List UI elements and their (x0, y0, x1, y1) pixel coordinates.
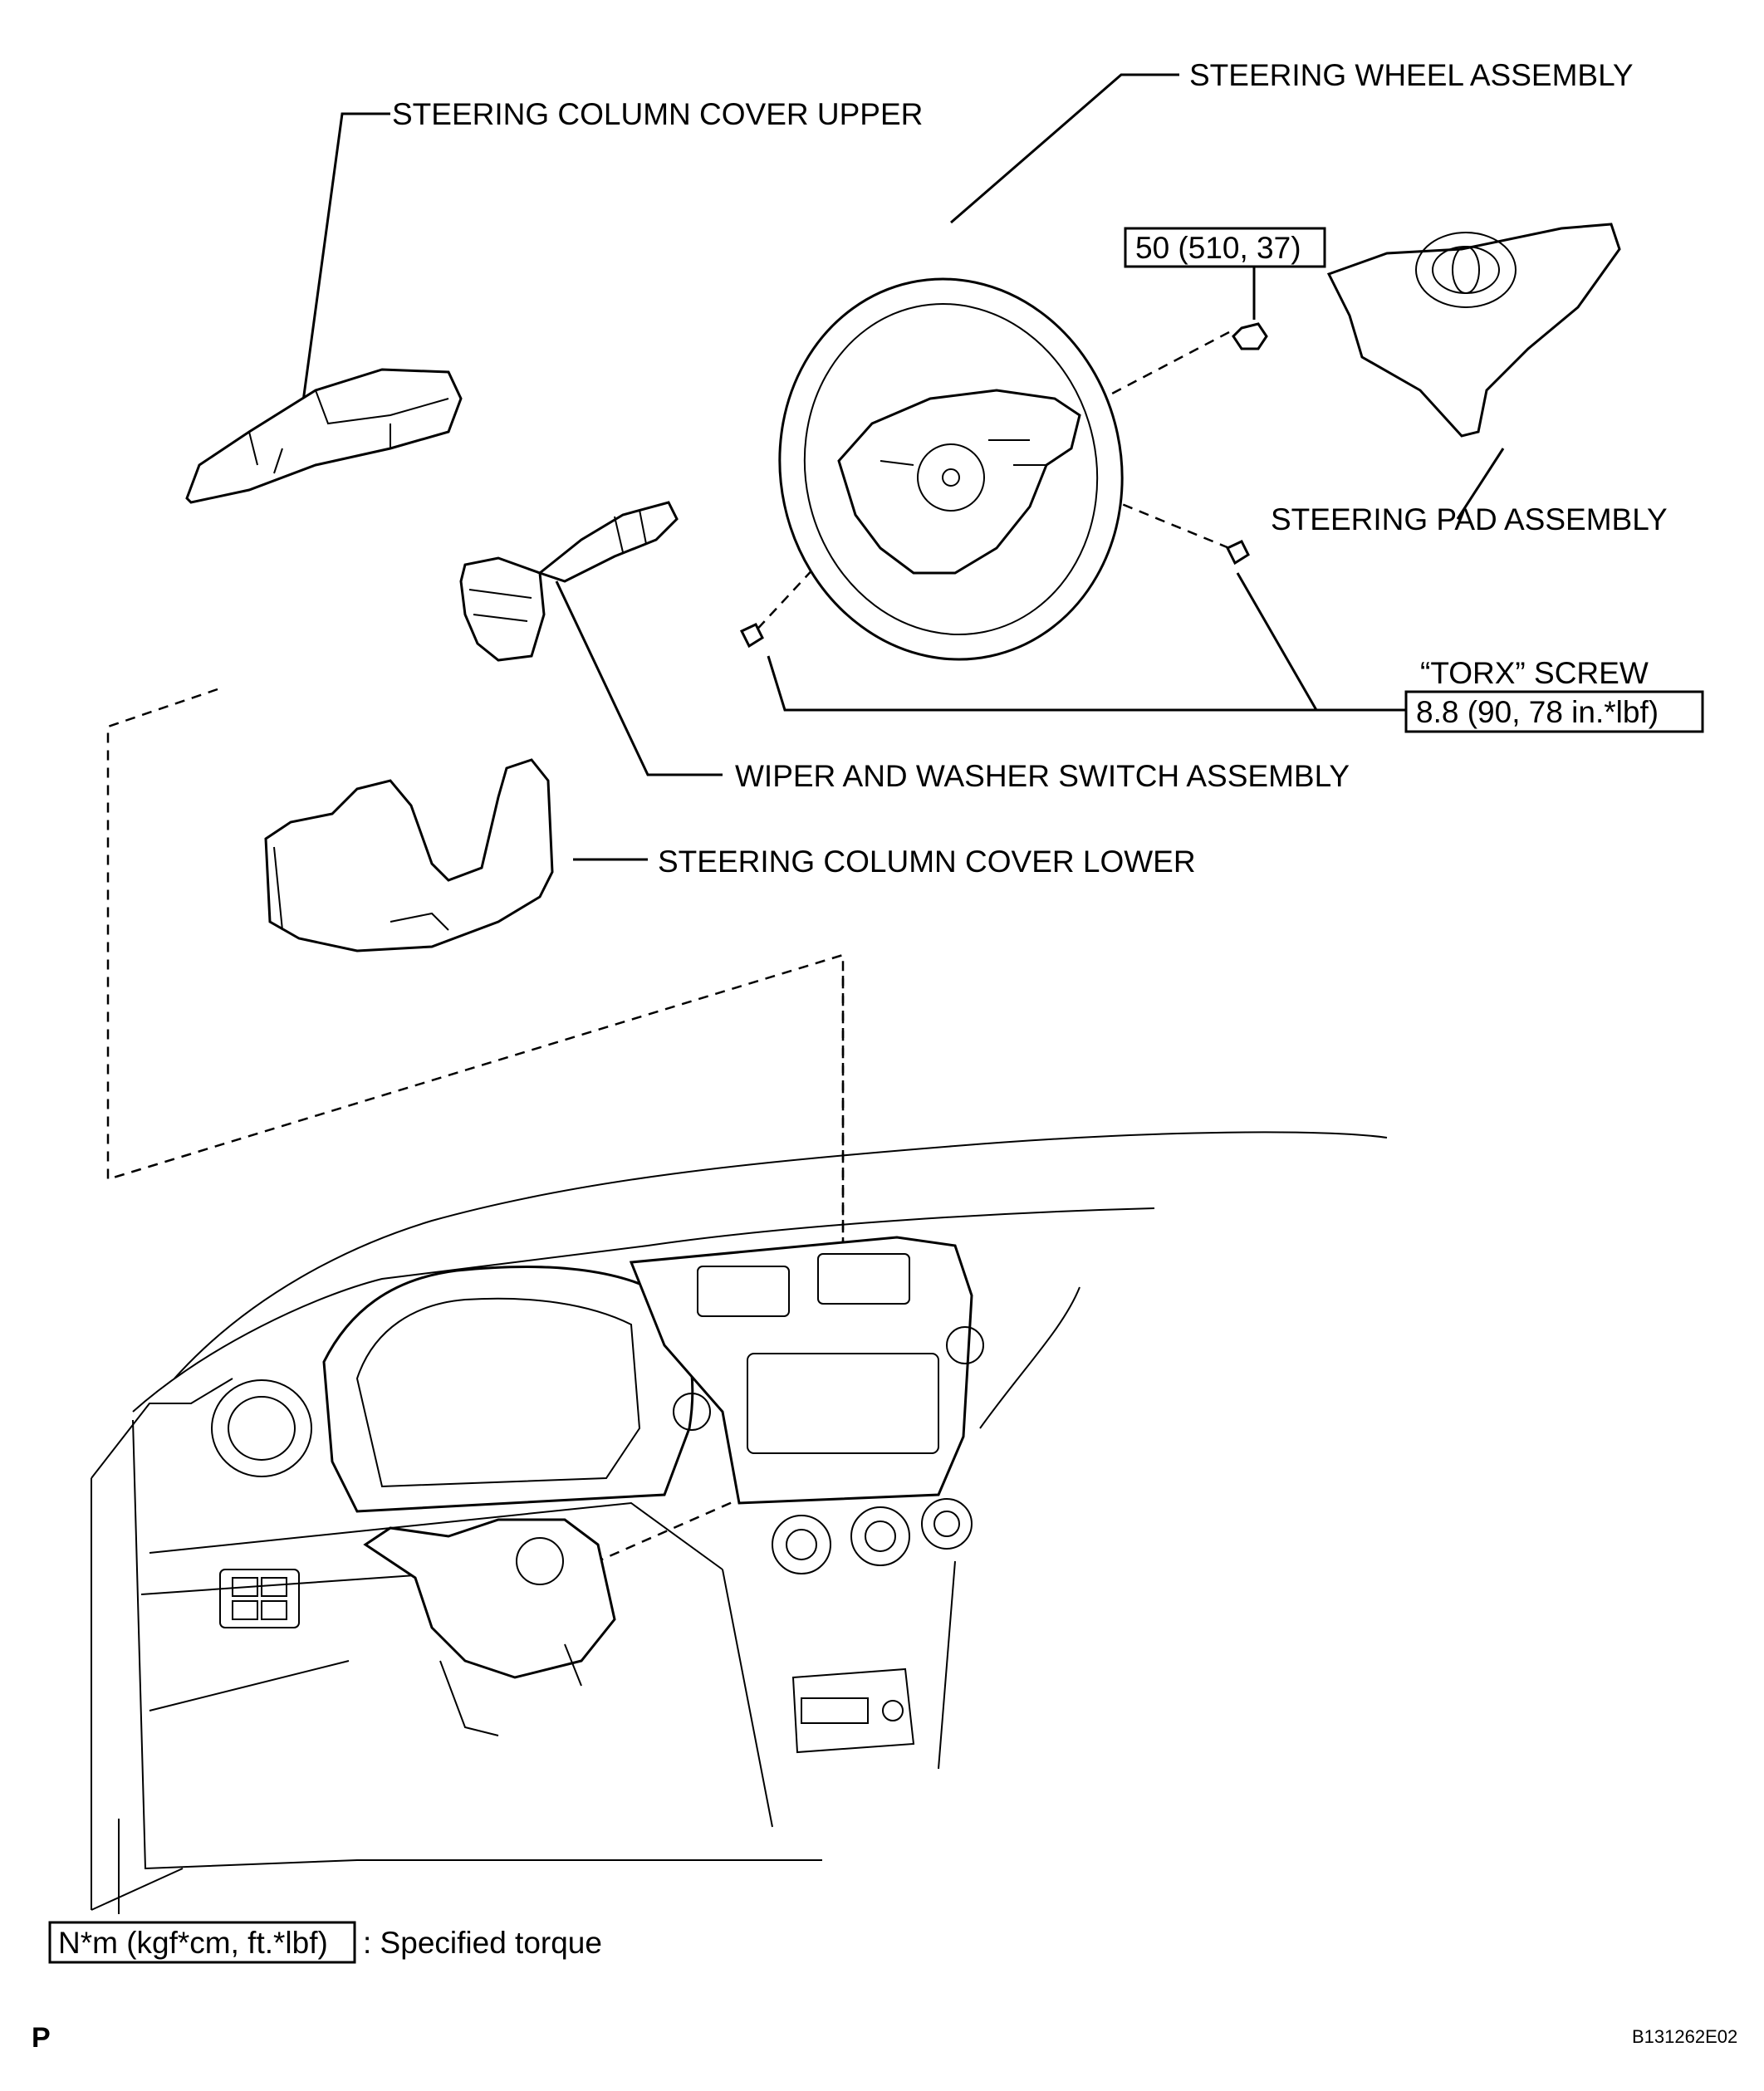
label-wiper-washer-switch-assembly: WIPER AND WASHER SWITCH ASSEMBLY (735, 759, 1350, 793)
wiper-washer-switch-assembly (459, 501, 679, 662)
legend-description: : Specified torque (363, 1926, 602, 1960)
label-steering-column-cover-lower: STEERING COLUMN COVER LOWER (658, 845, 1196, 879)
legend-unit-box: N*m (kgf*cm, ft.*lbf) (58, 1926, 328, 1960)
steering-wheel-nut (1232, 322, 1268, 350)
torque-value-torx: 8.8 (90, 78 in.*lbf) (1416, 695, 1659, 729)
torque-legend: N*m (kgf*cm, ft.*lbf) : Specified torque (48, 1921, 602, 1964)
figure-code: B131262E02 (1632, 2026, 1737, 2047)
leader-lines (118, 73, 1505, 1914)
instrument-panel (91, 1131, 1388, 1911)
torque-box-nut: 50 (510, 37) (1124, 227, 1326, 268)
footer-left-mark: P (32, 2022, 51, 2054)
torque-box-torx: 8.8 (90, 78 in.*lbf) (1404, 690, 1704, 733)
torque-value-nut: 50 (510, 37) (1135, 231, 1301, 265)
steering-column-cover-lower (264, 758, 554, 952)
steering-pad-assembly (1326, 223, 1621, 438)
steering-column-cover-upper (185, 368, 463, 504)
steering-wheel-assembly (778, 277, 1124, 661)
label-steering-pad-assembly: STEERING PAD ASSEMBLY (1271, 502, 1668, 536)
label-torx-screw: “TORX” SCREW (1420, 656, 1649, 690)
label-steering-wheel-assembly: STEERING WHEEL ASSEMBLY (1189, 58, 1634, 92)
label-steering-column-cover-upper: STEERING COLUMN COVER UPPER (392, 97, 923, 131)
torx-screws (739, 540, 1250, 649)
